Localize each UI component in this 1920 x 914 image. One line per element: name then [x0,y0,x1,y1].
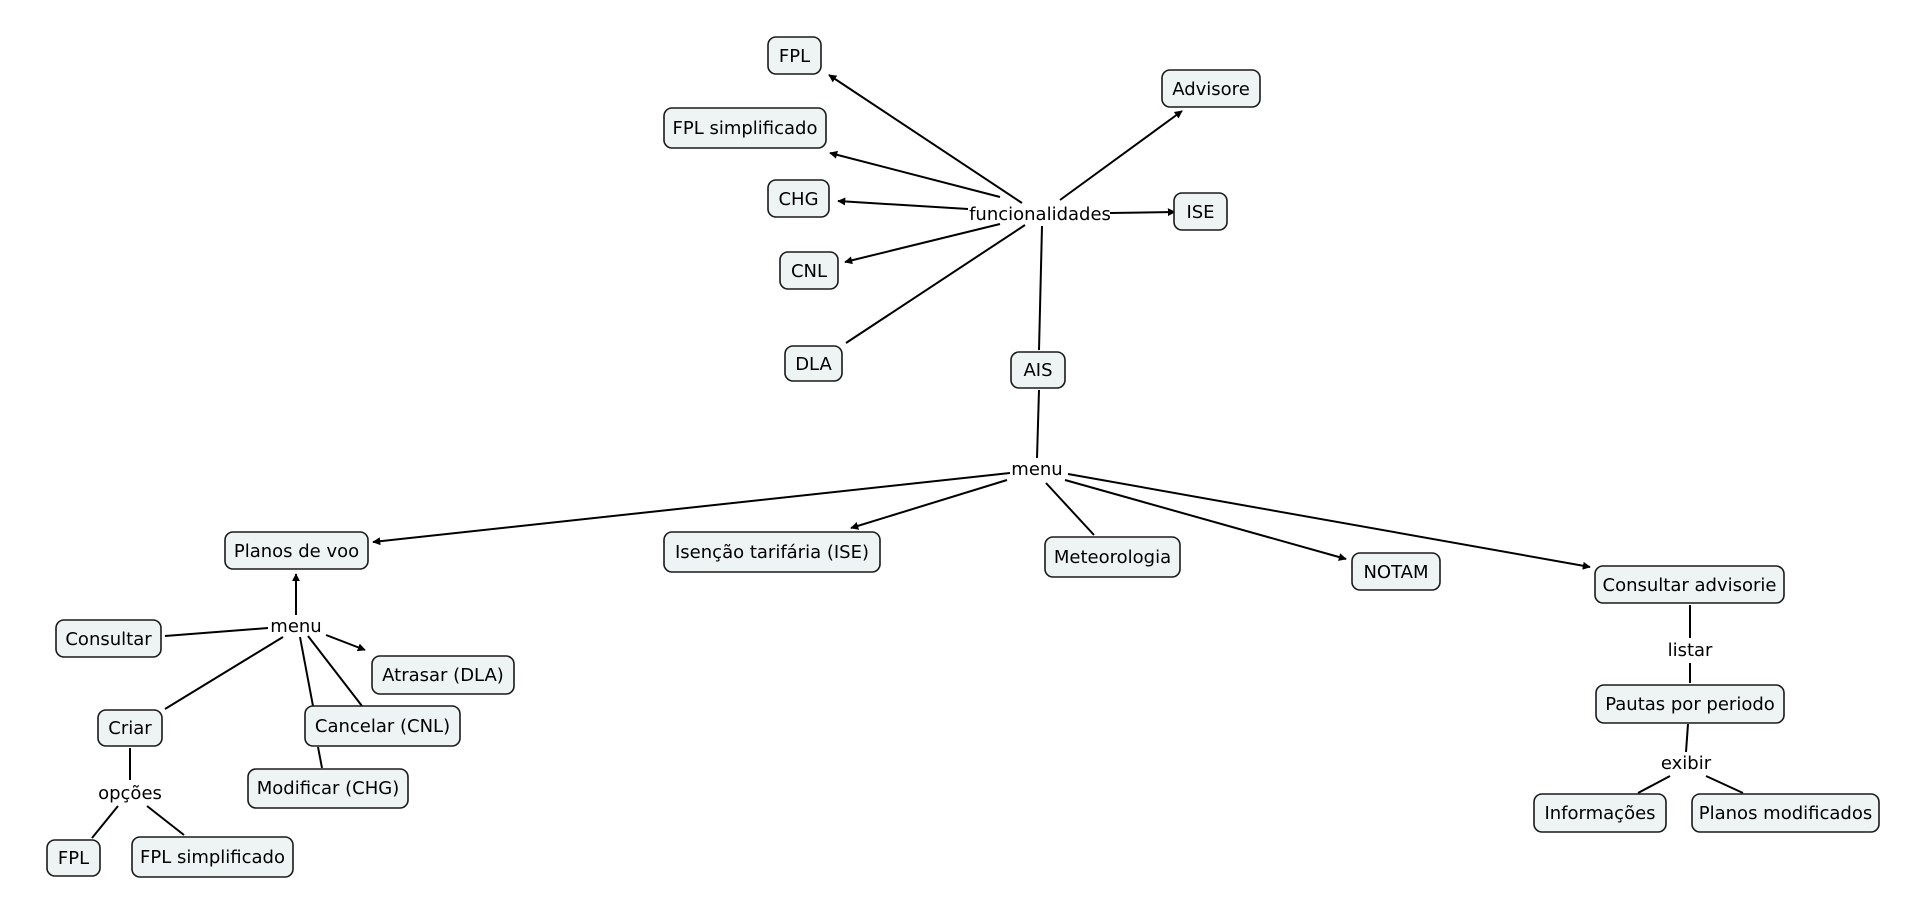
concept-atrasar[interactable]: Atrasar (DLA) [371,655,515,695]
edge-menu-notam [1064,479,1347,561]
link-phrases: funcionalidades menu menu opções listar … [98,204,1713,804]
edge-funcionalidades-cnl [844,223,1001,265]
concept-ise[interactable]: ISE [1173,192,1228,231]
edge-menu-cancelar-b [307,635,363,707]
edge-menu-cancelar-a [299,636,314,707]
edge-funcionalidades-ais [1038,225,1043,351]
concept-consultar-label: Consultar [65,629,152,650]
link-menu-ais-label: menu [1011,459,1062,480]
link-funcionalidades: funcionalidades [969,204,1111,225]
concept-ais-label: AIS [1023,360,1052,381]
edge-menu-consultar [164,627,269,637]
edge-opcoes-fpl [91,805,119,839]
concept-notam-label: NOTAM [1363,562,1428,583]
link-exibir-label: exibir [1661,753,1712,774]
concept-isencao-label: Isenção tarifária (ISE) [675,542,869,563]
concept-fpl-top-label: FPL [779,46,810,67]
concept-ais[interactable]: AIS [1010,351,1066,389]
connections [91,74,1744,839]
concept-meteorologia[interactable]: Meteorologia [1044,536,1181,578]
edge-menu-consultar-advisorie [1067,473,1591,570]
edge-menu-atrasar [325,634,366,652]
concept-planos-de-voo-label: Planos de voo [234,541,359,562]
link-menu-planos-label: menu [270,616,321,637]
concept-consultar-advisorie[interactable]: Consultar advisorie [1594,565,1785,604]
edge-funcionalidades-chg [837,197,969,210]
link-opcoes: opções [98,783,162,804]
concept-criar[interactable]: Criar [97,709,163,747]
concept-cnl[interactable]: CNL [779,251,839,290]
concept-criar-label: Criar [108,718,152,739]
link-menu-planos: menu [270,616,321,637]
concept-consultar-advisorie-label: Consultar advisorie [1603,575,1777,596]
edge-funcionalidades-fpl [828,74,1023,204]
concept-meteorologia-label: Meteorologia [1054,547,1171,568]
concept-fpl-simplificado-bottom[interactable]: FPL simplificado [131,836,294,878]
concept-atrasar-label: Atrasar (DLA) [382,665,504,686]
link-exibir: exibir [1661,753,1712,774]
concept-isencao[interactable]: Isenção tarifária (ISE) [663,531,881,573]
edge-menu-criar [164,636,284,710]
concept-chg[interactable]: CHG [767,179,830,218]
link-funcionalidades-label: funcionalidades [969,204,1111,225]
edge-funcionalidades-fpl-simplificado [829,150,1001,198]
edge-funcionalidades-ise [1109,208,1176,217]
link-listar: listar [1668,640,1713,661]
link-opcoes-label: opções [98,783,162,804]
concept-advisore-label: Advisore [1172,79,1250,100]
edge-cancelar-modificar [317,746,323,769]
edge-menu-meteorologia [1045,482,1095,536]
concept-notam[interactable]: NOTAM [1351,552,1441,591]
concept-dla-label: DLA [795,354,832,375]
edge-funcionalidades-advisore [1059,110,1183,201]
concept-advisore[interactable]: Advisore [1161,69,1261,108]
concept-pautas-label: Pautas por periodo [1605,694,1775,715]
concept-fpl-top[interactable]: FPL [767,36,822,75]
concept-dla[interactable]: DLA [784,345,843,382]
concept-consultar[interactable]: Consultar [55,619,162,658]
concept-informacoes-label: Informações [1544,803,1655,824]
concept-modificar-label: Modificar (CHG) [257,778,399,799]
concept-cancelar-label: Cancelar (CNL) [315,716,450,737]
concept-cancelar[interactable]: Cancelar (CNL) [304,705,461,747]
edge-pautas-exibir [1685,723,1689,753]
edge-opcoes-fpl-simplificado [146,805,185,836]
concept-cnl-label: CNL [791,261,827,282]
concept-fpl-bottom-label: FPL [58,848,89,869]
edge-menu-planos-de-voo [372,472,1011,546]
edge-exibir-informacoes [1637,775,1671,794]
link-menu-ais: menu [1011,459,1062,480]
concept-pautas[interactable]: Pautas por periodo [1595,684,1785,724]
concept-fpl-simplificado-top[interactable]: FPL simplificado [663,107,827,149]
concept-fpl-simplificado-bottom-label: FPL simplificado [140,847,285,868]
edge-menu-isencao [850,479,1008,530]
concept-ise-label: ISE [1186,202,1214,223]
concept-informacoes[interactable]: Informações [1533,793,1667,833]
concept-modificar[interactable]: Modificar (CHG) [247,768,409,809]
concept-chg-label: CHG [778,189,818,210]
edge-exibir-planos-modificados [1705,775,1744,794]
concept-planos-modificados-label: Planos modificados [1699,803,1872,824]
concept-planos-modificados[interactable]: Planos modificados [1691,793,1880,833]
edge-funcionalidades-dla [845,224,1026,344]
edge-ais-menu [1036,389,1040,459]
link-listar-label: listar [1668,640,1713,661]
concept-fpl-bottom[interactable]: FPL [46,839,101,877]
concept-planos-de-voo[interactable]: Planos de voo [224,531,369,570]
concept-nodes: FPL Advisore FPL simplificado CHG ISE CN… [46,36,1880,878]
concept-fpl-simplificado-top-label: FPL simplificado [672,118,817,139]
